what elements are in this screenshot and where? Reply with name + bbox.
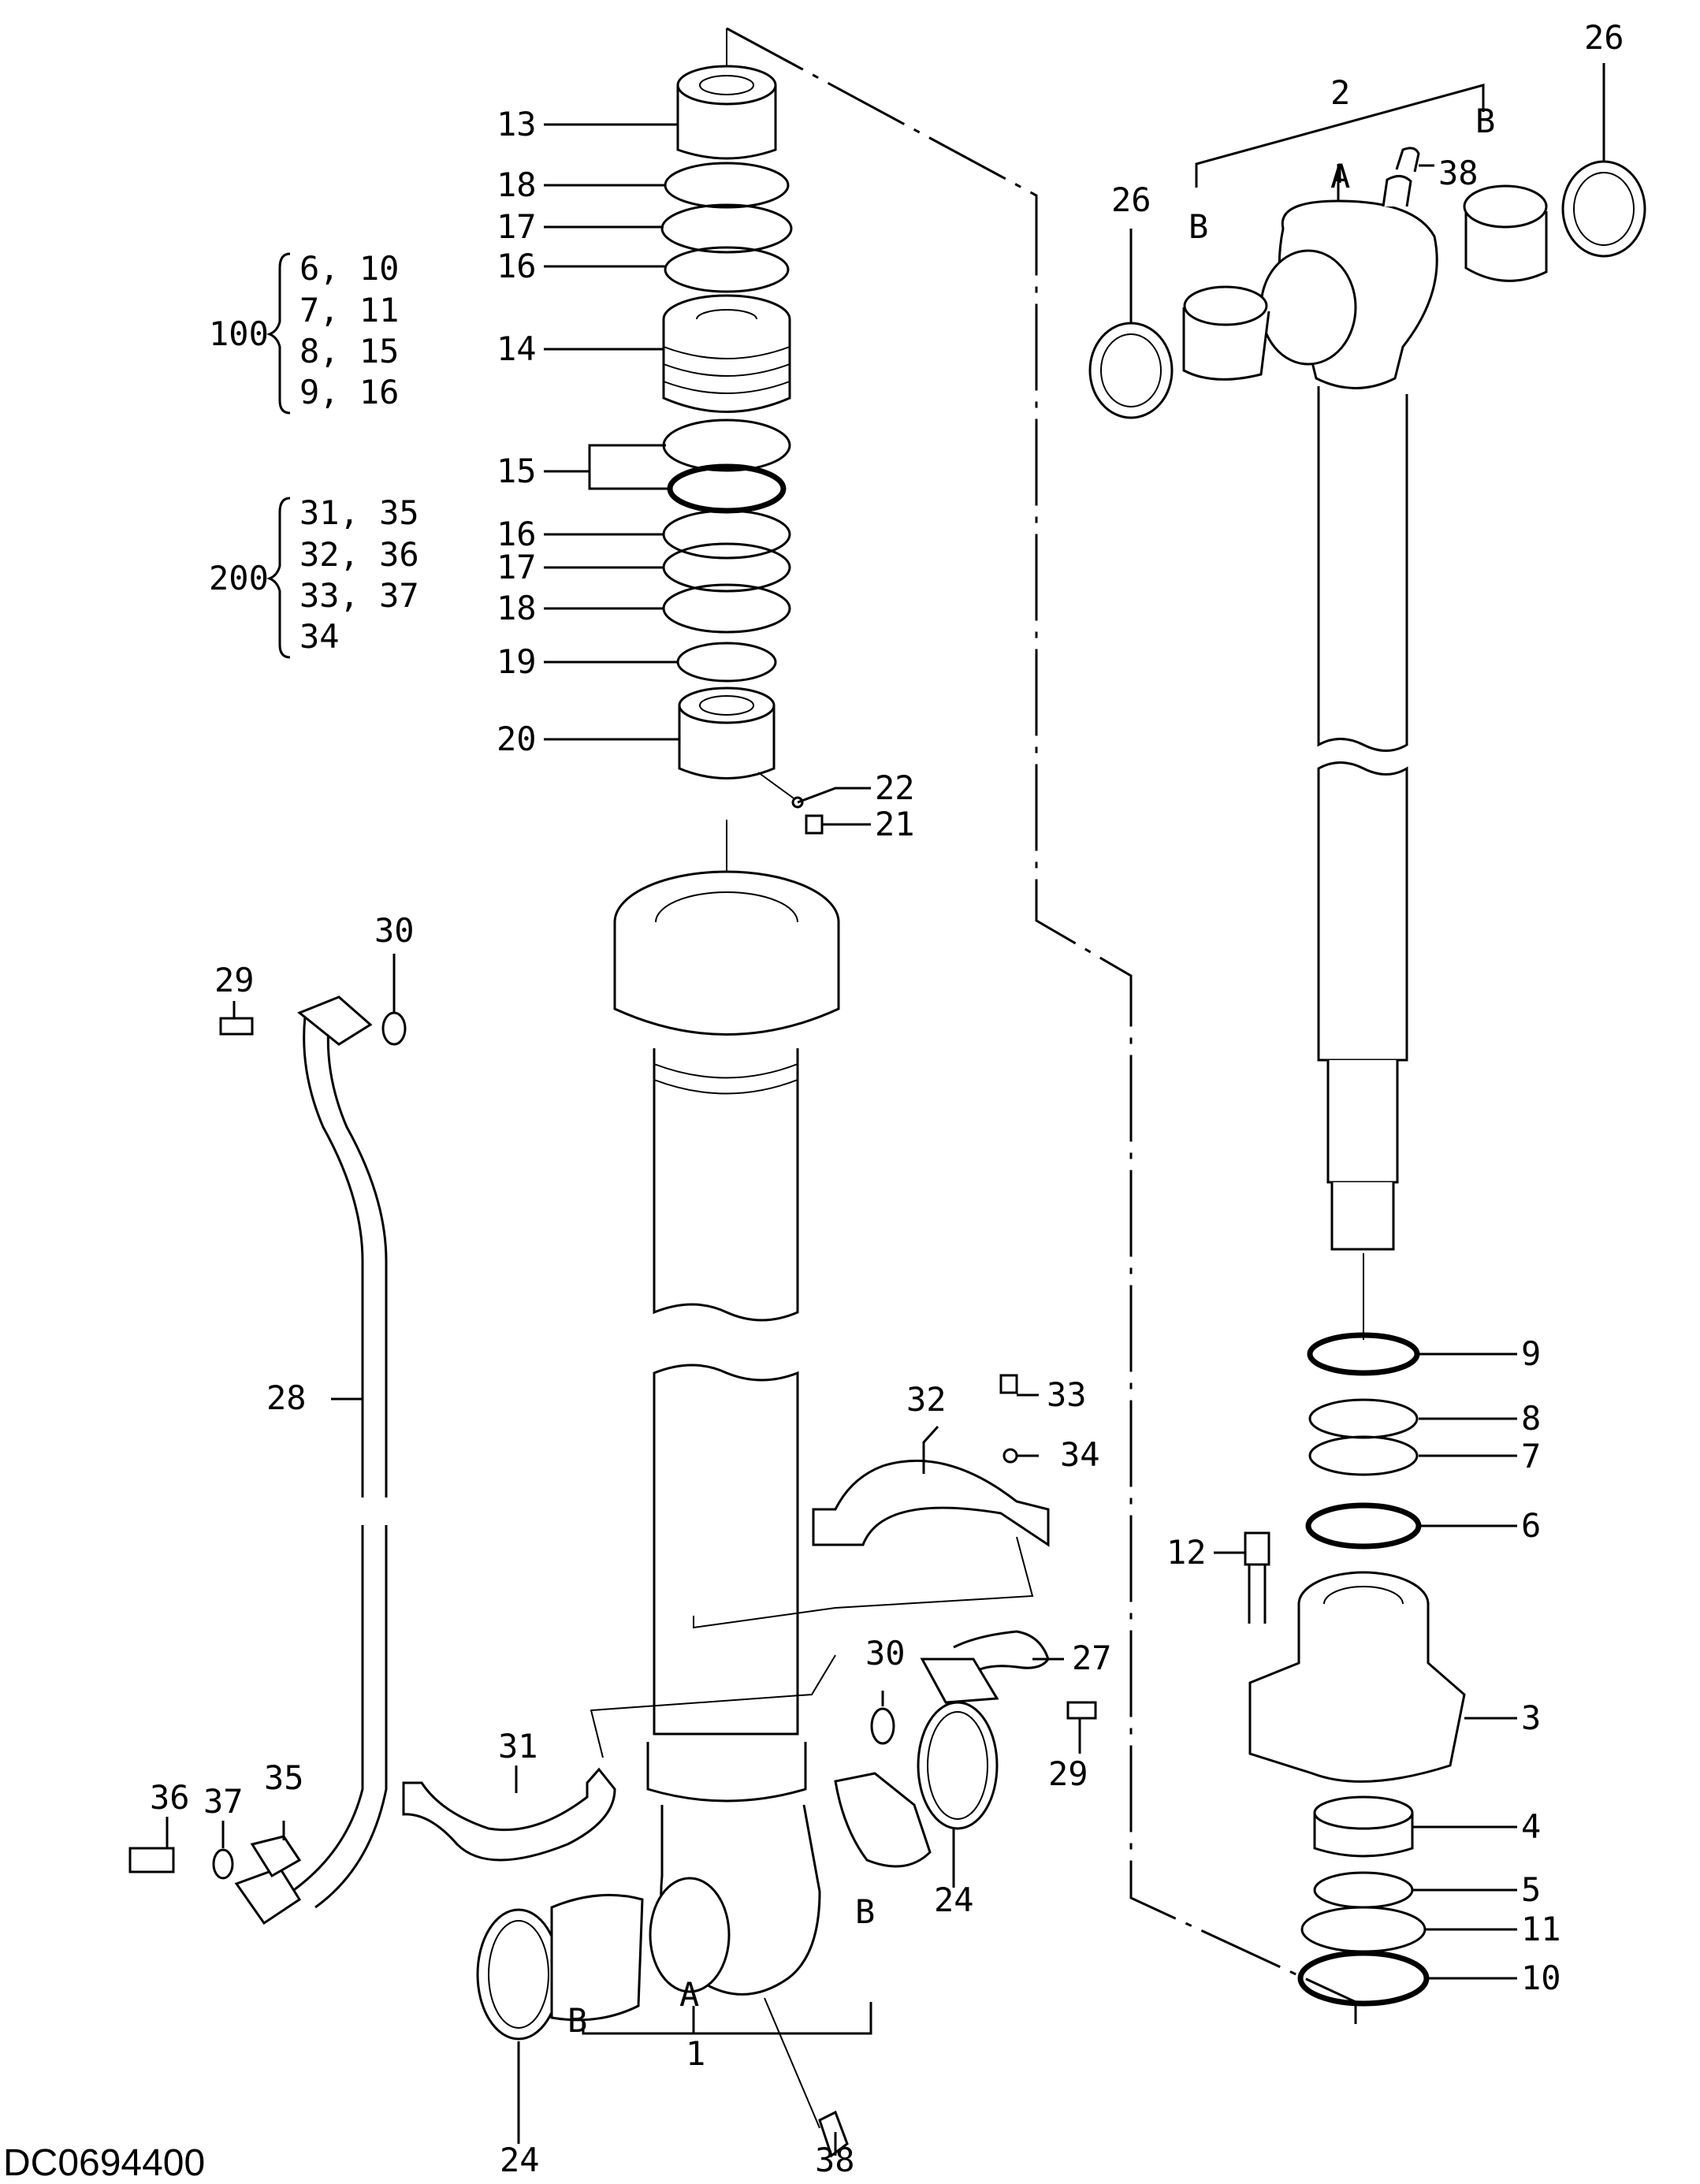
drawing-id: DC0694400: [3, 2142, 205, 2184]
callout-4: 4: [1521, 1807, 1541, 1846]
group-200-row-1: 31, 35: [299, 493, 419, 532]
callout-16: 16: [497, 247, 537, 285]
callout-31: 31: [498, 1727, 538, 1765]
callout-10: 10: [1521, 1959, 1561, 1997]
callout-29: 29: [214, 961, 255, 999]
group-200: 200 31, 35 32, 36 33, 37 34: [209, 493, 419, 656]
callout-8: 8: [1521, 1399, 1541, 1438]
callout-27: 27: [1072, 1639, 1112, 1677]
callout-2: 2: [1330, 73, 1350, 112]
callout-21: 21: [875, 805, 915, 843]
group-braces: [266, 252, 291, 659]
group-100-row-1: 6, 10: [299, 249, 399, 288]
group-100: 100 6, 10 7, 11 8, 15 9, 16: [209, 249, 399, 411]
callout-34: 34: [1060, 1435, 1100, 1474]
callout-28: 28: [266, 1378, 307, 1417]
callout-19: 19: [497, 642, 537, 681]
callout-14: 14: [497, 329, 537, 368]
callout-33: 33: [1047, 1375, 1087, 1414]
group-200-row-2: 32, 36: [299, 535, 419, 574]
group-100-row-3: 8, 15: [299, 332, 399, 370]
callout-15: 15: [497, 452, 537, 490]
group-100-row-2: 7, 11: [299, 291, 399, 329]
callout-17: 17: [497, 548, 537, 586]
callout-a-base: A: [679, 1975, 699, 2014]
callout-36: 36: [150, 1778, 190, 1817]
leader-lines: [166, 63, 1605, 2156]
callout-22: 22: [875, 768, 915, 807]
center-column-parts: [613, 28, 840, 1996]
group-200-row-3: 33, 37: [299, 576, 419, 615]
callout-32: 32: [906, 1380, 947, 1419]
group-100-number: 100: [209, 314, 269, 353]
callout-3: 3: [1521, 1698, 1541, 1737]
callout-1: 1: [686, 2034, 705, 2073]
group-200-number: 200: [209, 559, 269, 597]
rod-assembly: [1088, 84, 1646, 2007]
callout-17: 17: [497, 207, 537, 246]
hose-assembly: [128, 995, 1097, 1925]
callout-20: 20: [497, 720, 537, 758]
callout-30: 30: [865, 1634, 906, 1672]
callout-26: 26: [1111, 180, 1151, 219]
callout-labels: 13 18 17 16 14 15 16 17 18 19 20 22 21 2…: [150, 18, 1624, 2179]
callout-18: 18: [497, 166, 537, 204]
callout-12: 12: [1166, 1533, 1207, 1572]
callout-5: 5: [1521, 1870, 1541, 1909]
callout-11: 11: [1521, 1910, 1561, 1948]
group-100-row-4: 9, 16: [299, 373, 399, 411]
callout-16: 16: [497, 515, 537, 553]
callout-b-base-right: B: [855, 1892, 875, 1931]
callout-b-rod-right: B: [1475, 102, 1495, 140]
group-200-row-4: 34: [299, 617, 340, 656]
callout-b-rod-left: B: [1189, 207, 1208, 246]
callout-35: 35: [264, 1758, 304, 1797]
callout-29: 29: [1048, 1754, 1088, 1793]
callout-26: 26: [1584, 18, 1624, 57]
callout-38: 38: [1438, 154, 1479, 192]
callout-7: 7: [1521, 1437, 1541, 1475]
callout-6: 6: [1521, 1506, 1541, 1545]
callout-37: 37: [203, 1782, 244, 1821]
callout-b-base-left: B: [567, 2001, 587, 2040]
callout-a-rod: A: [1330, 157, 1350, 195]
callout-18: 18: [497, 589, 537, 627]
part1-connectors: [476, 1701, 999, 2158]
callout-24: 24: [934, 1881, 974, 1919]
callout-13: 13: [497, 105, 537, 143]
callout-38: 38: [815, 2141, 855, 2179]
callout-9: 9: [1521, 1334, 1541, 1373]
callout-30: 30: [374, 911, 415, 950]
callout-24: 24: [500, 2141, 540, 2179]
